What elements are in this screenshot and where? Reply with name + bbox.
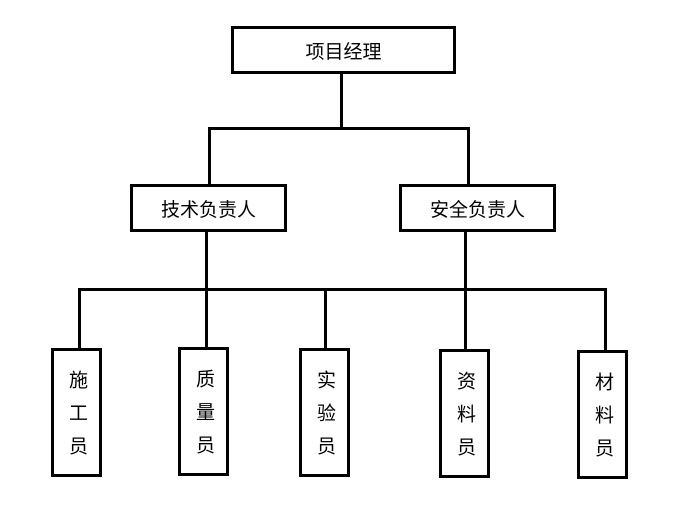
connector-staff-4	[464, 288, 467, 349]
connector-staff-bar	[78, 288, 607, 291]
node-project-manager: 项目经理	[231, 26, 456, 74]
connector-staff-5	[604, 288, 607, 351]
connector-manager-1-down	[205, 231, 208, 289]
node-documentation-staff: 资料员	[439, 349, 490, 478]
connector-manager-2-down	[464, 231, 467, 289]
node-label: 质量员	[193, 369, 215, 468]
connector-root-down	[340, 73, 343, 128]
node-testing-staff: 实验员	[299, 348, 350, 477]
node-label: 施工员	[66, 370, 88, 469]
node-label: 安全负责人	[429, 198, 525, 221]
connector-manager-1-up	[208, 127, 211, 185]
node-quality-staff: 质量员	[178, 347, 229, 476]
node-label: 材料员	[592, 372, 614, 471]
node-safety-lead: 安全负责人	[399, 184, 556, 232]
node-materials-staff: 材料员	[577, 350, 628, 479]
node-label: 实验员	[314, 370, 336, 469]
node-construction-staff: 施工员	[51, 348, 102, 477]
node-label: 项目经理	[305, 40, 382, 63]
connector-managers-bar	[208, 127, 470, 130]
node-label: 技术负责人	[160, 198, 256, 221]
connector-staff-3	[324, 291, 327, 349]
connector-staff-2	[205, 288, 208, 349]
connector-manager-2-up	[467, 127, 470, 185]
connector-staff-1	[78, 288, 81, 349]
node-technical-lead: 技术负责人	[130, 184, 287, 232]
node-label: 资料员	[454, 371, 476, 470]
